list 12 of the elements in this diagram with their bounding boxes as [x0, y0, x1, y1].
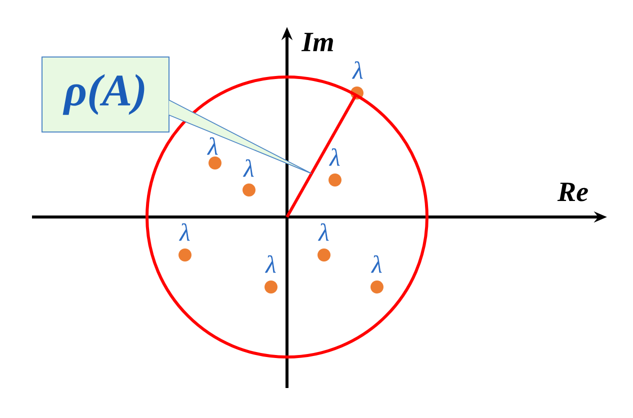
- eigenvalue-label: λ: [370, 255, 382, 273]
- axis-label: Re: [557, 182, 588, 202]
- leader-line: [168, 100, 312, 174]
- axis-label: Im: [301, 32, 333, 52]
- radius-line: [286, 94, 358, 218]
- eigenvalue-label: λ: [264, 255, 276, 273]
- eigenvalue-label: λ: [242, 159, 254, 177]
- callout-box: ρ(A): [42, 56, 170, 132]
- eigenvalue-label: λ: [352, 61, 363, 79]
- eigenvalue-label: λ: [328, 148, 340, 166]
- eigenvalue-label: λ: [178, 223, 190, 241]
- eigenvalue-label: λ: [206, 137, 218, 155]
